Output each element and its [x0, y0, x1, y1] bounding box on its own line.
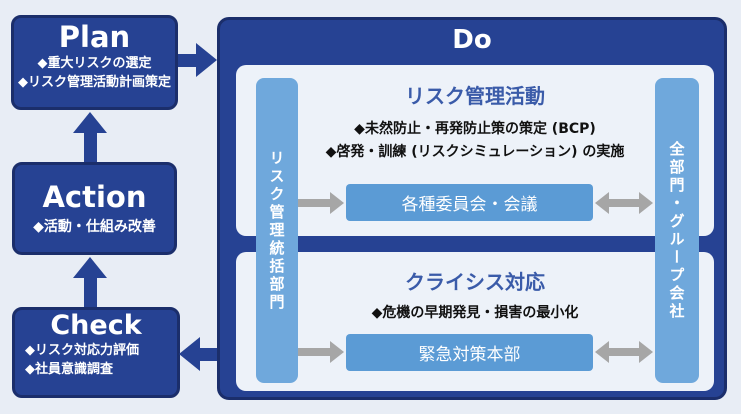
risk-management-bullet-1: ◆未然防止・再発防止策の策定 (BCP) [354, 121, 596, 137]
plan-bullet-1: ◆重大リスクの選定 [37, 56, 152, 71]
action-title: Action [42, 180, 147, 214]
plan-box: Plan ◆重大リスクの選定 ◆リスク管理活動計画策定 [11, 15, 178, 110]
risk-management-bullets: ◆未然防止・再発防止策の策定 (BCP) ◆啓発・訓練 (リスクシミュレーション… [236, 118, 714, 164]
action-box: Action ◆活動・仕組み改善 [12, 162, 177, 255]
check-box: Check ◆リスク対応力評価 ◆社員意識調査 [12, 307, 180, 398]
arrow-right-plan-to-do-icon [178, 43, 217, 77]
risk-management-bullet-2: ◆啓発・訓練 (リスクシミュレーション) の実施 [325, 144, 625, 160]
crisis-response-bullets: ◆危機の早期発見・損害の最小化 [236, 302, 714, 325]
action-bullets: ◆活動・仕組み改善 [15, 218, 174, 237]
arrow-head [196, 43, 217, 77]
emergency-hq-box: 緊急対策本部 [346, 334, 593, 371]
gray-arrow-double-icon [595, 192, 653, 214]
check-title: Check [50, 310, 142, 341]
risk-management-control-dept-bar: リスク管理統括部門 [256, 78, 298, 383]
do-box: Do リスク管理活動 ◆未然防止・再発防止策の策定 (BCP) ◆啓発・訓練 (… [217, 17, 727, 400]
gray-arrow-double-icon [595, 341, 653, 363]
plan-bullets: ◆重大リスクの選定 ◆リスク管理活動計画策定 [14, 54, 175, 92]
arrow-head [179, 337, 200, 371]
all-departments-group-companies-bar: 全部門・グループ会社 [655, 78, 699, 383]
arrow-shaft [83, 133, 97, 162]
arrow-head [330, 341, 344, 363]
crisis-response-panel: クライシス対応 ◆危機の早期発見・損害の最小化 緊急対策本部 [236, 252, 714, 391]
risk-management-panel: リスク管理活動 ◆未然防止・再発防止策の策定 (BCP) ◆啓発・訓練 (リスク… [236, 65, 714, 236]
risk-management-title: リスク管理活動 [405, 84, 545, 108]
plan-bullet-2: ◆リスク管理活動計画策定 [18, 75, 171, 90]
check-bullet-1: ◆リスク対応力評価 [25, 343, 139, 358]
arrow-shaft [298, 199, 330, 207]
arrow-shaft [609, 199, 639, 207]
arrow-head [73, 257, 107, 278]
arrow-head [639, 341, 653, 363]
crisis-response-title: クライシス対応 [405, 270, 545, 294]
crisis-response-bullet-1: ◆危機の早期発見・損害の最小化 [371, 305, 579, 321]
arrow-head [330, 192, 344, 214]
plan-title: Plan [58, 20, 131, 54]
arrow-shaft [83, 278, 97, 307]
gray-arrow-right-icon [298, 192, 344, 214]
action-bullet-1: ◆活動・仕組み改善 [33, 219, 156, 235]
check-bullet-2: ◆社員意識調査 [25, 362, 113, 377]
arrow-shaft [200, 347, 217, 361]
check-bullets: ◆リスク対応力評価 ◆社員意識調査 [15, 341, 177, 379]
arrow-head [73, 112, 107, 133]
arrow-up-check-to-action-icon [73, 257, 107, 307]
arrow-head [595, 341, 609, 363]
arrow-head [595, 192, 609, 214]
gray-arrow-right-icon [298, 341, 344, 363]
do-title: Do [452, 25, 492, 55]
committees-box: 各種委員会・会議 [346, 184, 593, 221]
arrow-shaft [609, 348, 639, 356]
arrow-head [639, 192, 653, 214]
arrow-up-action-to-plan-icon [73, 112, 107, 162]
arrow-shaft [178, 53, 196, 67]
arrow-left-do-to-check-icon [179, 337, 217, 371]
arrow-shaft [298, 348, 330, 356]
